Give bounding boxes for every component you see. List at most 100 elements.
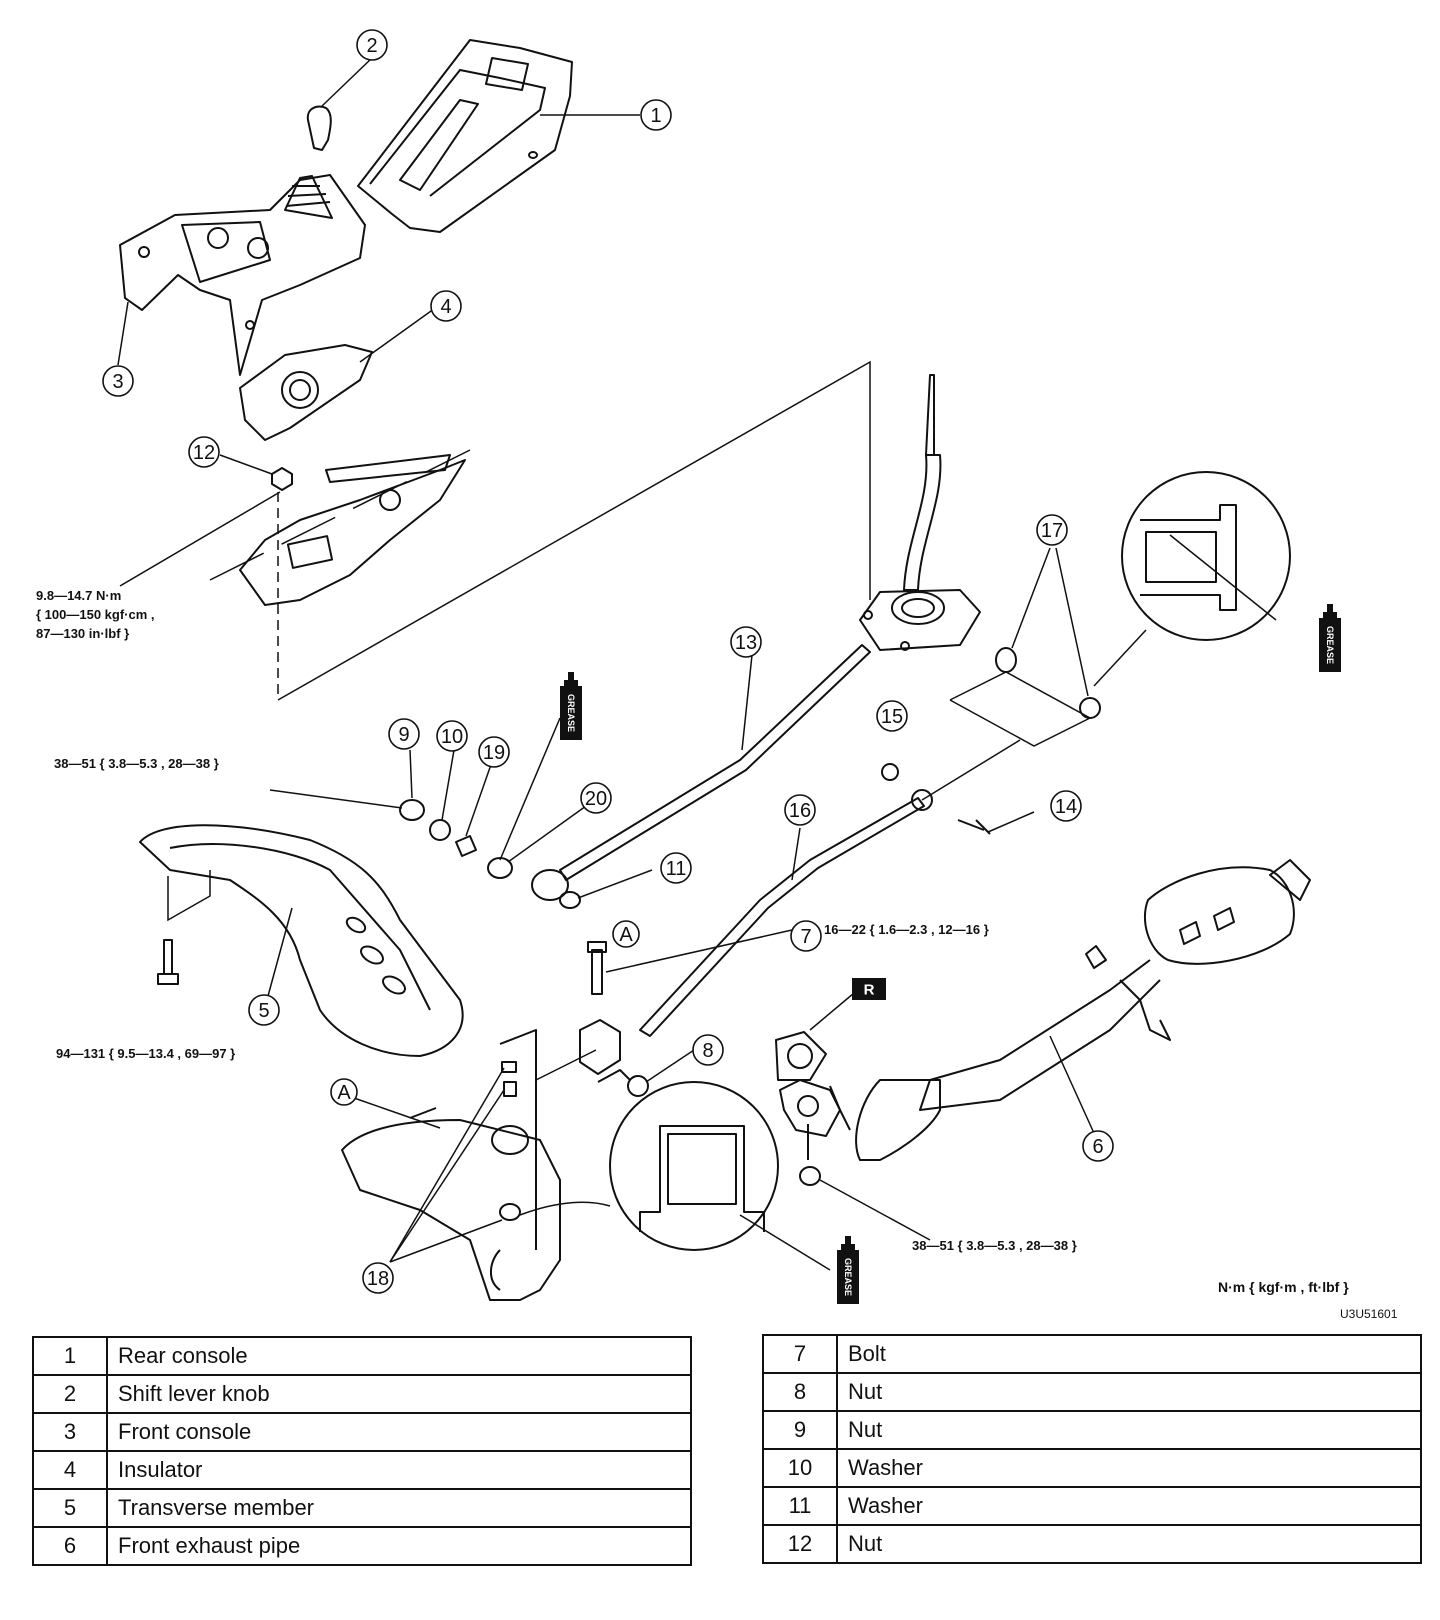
rear-console [357,39,573,233]
svg-text:9: 9 [398,724,409,746]
svg-text:3: 3 [112,371,123,393]
callout-19: 19 [478,736,510,768]
nut-washer-set [399,799,513,879]
part-name: Nut [836,1410,1422,1450]
grease-can-right: GREASE [1319,604,1341,672]
member-bolt [157,939,179,985]
callouts: 1 2 3 4 5 6 7 8 9 10 11 12 13 14 15 16 1… [36,29,1398,1321]
insulator [239,344,373,441]
svg-text:A: A [337,1082,351,1104]
svg-text:GREASE: GREASE [566,694,576,732]
shift-lever [859,374,981,651]
svg-text:8: 8 [702,1040,713,1062]
part-number: 1 [32,1336,108,1376]
callout-16: 16 [784,794,816,826]
callout-6: 6 [1082,1130,1114,1162]
callout-13: 13 [730,626,762,658]
callout-12: 12 [188,436,220,468]
replace-badge: R [852,978,886,1000]
callout-11: 11 [660,852,692,884]
svg-text:A: A [619,924,633,946]
svg-text:18: 18 [367,1268,389,1290]
part-name: Washer [836,1448,1422,1488]
callout-8: 8 [692,1034,724,1066]
callout-10: 10 [436,720,468,752]
callout-20: 20 [580,782,612,814]
callout-a-lower: A [330,1078,358,1106]
part-name: Washer [836,1486,1422,1526]
part-number: 5 [32,1488,108,1528]
nut-8 [597,1069,649,1097]
callout-5: 5 [248,994,280,1026]
bushing-detail-lower [609,1081,831,1271]
part-number: 8 [762,1372,838,1412]
grease-can-lower: GREASE [837,1236,859,1304]
transmission-housing [341,1029,597,1301]
part-number: 3 [32,1412,108,1452]
bushing-detail [1121,471,1291,641]
part-name: Nut [836,1372,1422,1412]
svg-text:12: 12 [193,442,215,464]
svg-text:20: 20 [585,788,607,810]
torque-bolt-7: 16—22 { 1.6—2.3 , 12—16 } [824,922,989,937]
torque-units: N·m { kgf·m , ft·lbf } [1218,1279,1349,1295]
torque-nut-12-line2: { 100—150 kgf·cm , [36,607,155,622]
bolt-7 [579,941,621,1075]
svg-text:R: R [864,982,875,999]
part-name: Nut [836,1524,1422,1564]
svg-text:11: 11 [666,858,687,880]
part-number: 2 [32,1374,108,1414]
part-name: Bolt [836,1334,1422,1374]
torque-member-bolt: 94—131 { 9.5—13.4 , 69—97 } [56,1046,235,1061]
nut-12 [271,467,293,491]
svg-text:4: 4 [440,296,451,318]
callout-17: 17 [1036,514,1068,546]
svg-text:17: 17 [1041,520,1063,542]
part-number: 11 [762,1486,838,1526]
bushing-17 [949,647,1101,747]
part-number: 10 [762,1448,838,1488]
torque-nut-9: 38—51 { 3.8—5.3 , 28—38 } [54,756,219,771]
part-name: Rear console [106,1336,692,1376]
svg-text:16: 16 [789,800,811,822]
callout-9: 9 [388,718,420,750]
svg-text:10: 10 [441,726,463,748]
callout-7: 7 [790,920,822,952]
callout-14: 14 [1050,790,1082,822]
svg-text:GREASE: GREASE [843,1258,853,1296]
callout-1: 1 [640,99,672,131]
part-name: Shift lever knob [106,1374,692,1414]
callout-18: 18 [362,1262,394,1294]
svg-text:19: 19 [483,742,505,764]
part-number: 9 [762,1410,838,1450]
callout-15: 15 [876,700,908,732]
front-console [119,174,366,376]
svg-text:15: 15 [881,706,903,728]
part-number: 12 [762,1524,838,1564]
rod-13 [531,644,871,909]
shift-lever-knob [306,105,332,151]
gasket [775,1031,827,1081]
part-name: Transverse member [106,1488,692,1528]
svg-text:GREASE: GREASE [1325,626,1335,664]
grease-can-upper: GREASE [560,672,582,740]
part-number: 7 [762,1334,838,1374]
svg-text:2: 2 [366,35,377,57]
part-name: Front exhaust pipe [106,1526,692,1566]
part-name: Insulator [106,1450,692,1490]
svg-text:5: 5 [258,1000,269,1022]
transverse-member [139,824,464,1057]
front-exhaust-pipe [829,859,1311,1161]
figure-code: U3U51601 [1340,1307,1398,1321]
svg-text:7: 7 [800,926,811,948]
